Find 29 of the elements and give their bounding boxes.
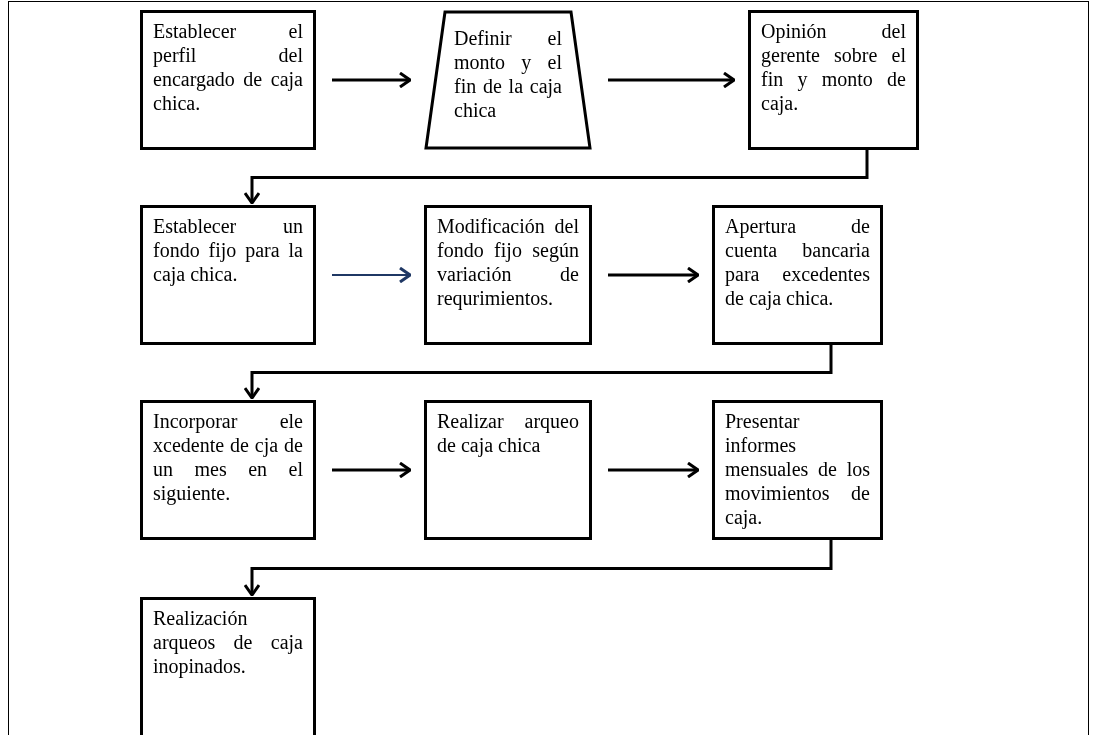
box-text: Modificación del fondo fijo según variación de requrimientos.: [437, 214, 579, 310]
arrow: [608, 71, 736, 89]
process-box: [140, 10, 316, 150]
arrow: [331, 266, 412, 284]
box-text: Opinión del gerente sobre el fin y monto de caja.: [761, 19, 906, 115]
process-box: [748, 10, 919, 150]
box-text: Realizar arqueo de caja chica: [437, 409, 579, 457]
arrow: [608, 266, 700, 284]
process-box: [140, 205, 316, 345]
process-box: [424, 205, 592, 345]
trapezoid-box: [424, 10, 592, 150]
box-text: Apertura de cuenta bancaria para excedentes de caja chica.: [725, 214, 870, 310]
box-text: Incorporar ele xcedente de cja de un mes en el siguiente.: [153, 409, 303, 505]
box-text: Realización arqueos de caja inopinados.: [153, 606, 303, 678]
arrow: [243, 540, 833, 597]
process-box: [712, 400, 883, 540]
process-box: [424, 400, 592, 540]
box-text: Presentar informes mensuales de los movimientos de caja.: [725, 409, 870, 529]
arrow: [332, 71, 412, 89]
box-text: Definir el monto y el fin de la caja chica: [454, 26, 562, 122]
process-box: [140, 400, 316, 540]
box-text: Establecer un fondo fijo para la caja chica.: [153, 214, 303, 286]
process-box: [712, 205, 883, 345]
box-text: Establecer el perfil del encargado de caja chica.: [153, 19, 303, 115]
arrow: [608, 461, 700, 479]
arrow: [243, 150, 869, 205]
arrow: [243, 345, 833, 400]
process-box: [140, 597, 316, 735]
arrow: [332, 461, 412, 479]
